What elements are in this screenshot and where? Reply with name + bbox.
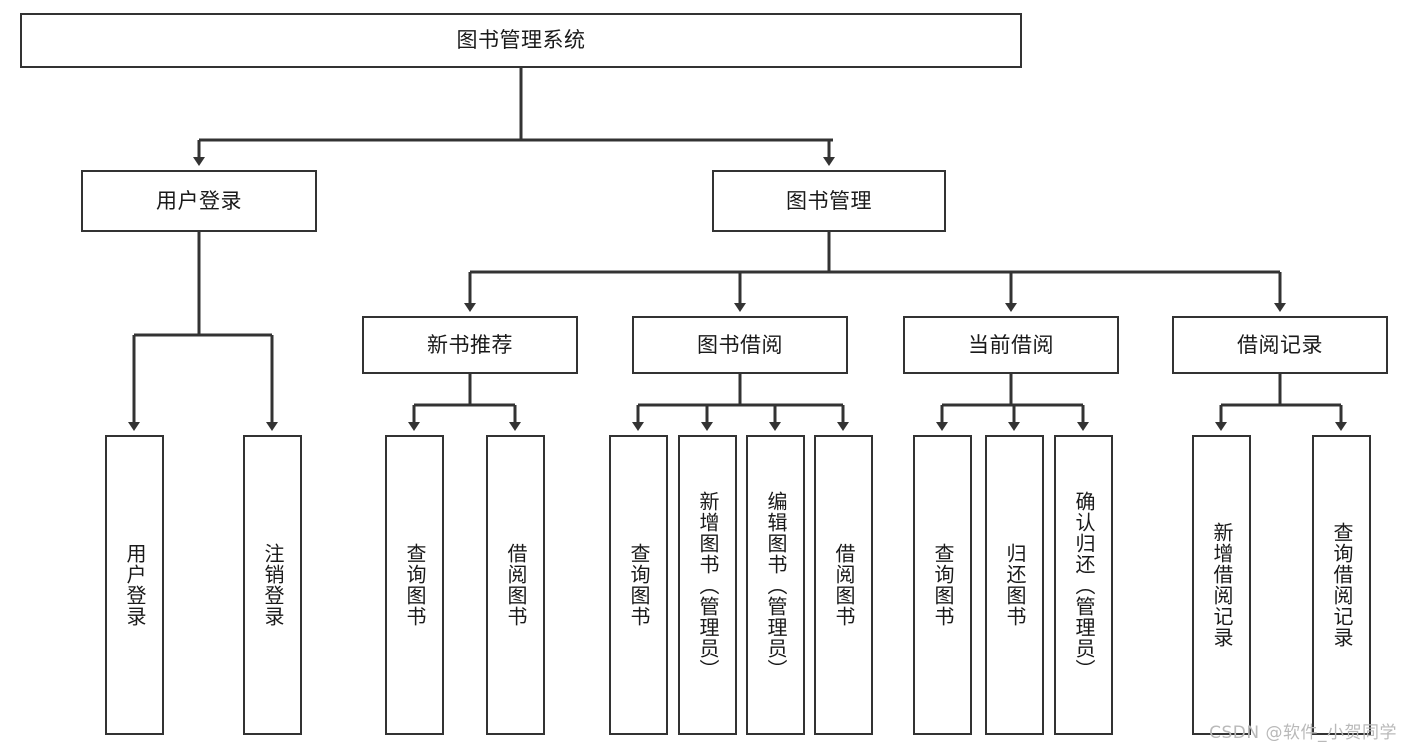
leaf-query-borrow-record[interactable]: 查询借阅记录 (1312, 435, 1371, 735)
leaf-confirm-return-admin[interactable]: 确认归还（管理员） (1054, 435, 1113, 735)
node-book-borrow[interactable]: 图书借阅 (632, 316, 848, 374)
node-book-management-label: 图书管理 (786, 188, 872, 213)
leaf-query-borrow-record-label: 查询借阅记录 (1330, 522, 1354, 648)
leaf-current-query-book-label: 查询图书 (931, 543, 955, 627)
leaf-return-book-label: 归还图书 (1003, 543, 1027, 627)
leaf-borrow-query-book-label: 查询图书 (627, 543, 651, 627)
leaf-logout-label: 注销登录 (261, 543, 285, 627)
leaf-user-login-label: 用户登录 (123, 543, 147, 627)
node-root-system[interactable]: 图书管理系统 (20, 13, 1022, 68)
leaf-add-borrow-record[interactable]: 新增借阅记录 (1192, 435, 1251, 735)
watermark-text: CSDN @软件_小贺同学 (1209, 723, 1397, 743)
leaf-edit-book-admin[interactable]: 编辑图书（管理员） (746, 435, 805, 735)
node-current-borrow-label: 当前借阅 (968, 332, 1054, 357)
leaf-borrow-book[interactable]: 借阅图书 (814, 435, 873, 735)
leaf-add-book-admin-label: 新增图书（管理员） (696, 490, 720, 680)
leaf-current-query-book[interactable]: 查询图书 (913, 435, 972, 735)
leaf-borrow-query-book[interactable]: 查询图书 (609, 435, 668, 735)
node-new-book-recommend-label: 新书推荐 (427, 332, 513, 357)
leaf-logout[interactable]: 注销登录 (243, 435, 302, 735)
leaf-recommend-query-book-label: 查询图书 (403, 543, 427, 627)
node-borrow-record[interactable]: 借阅记录 (1172, 316, 1388, 374)
node-root-system-label: 图书管理系统 (456, 28, 586, 53)
node-user-login-label: 用户登录 (156, 188, 242, 213)
node-current-borrow[interactable]: 当前借阅 (903, 316, 1119, 374)
leaf-add-borrow-record-label: 新增借阅记录 (1210, 522, 1234, 648)
node-new-book-recommend[interactable]: 新书推荐 (362, 316, 578, 374)
node-book-management[interactable]: 图书管理 (712, 170, 946, 232)
leaf-recommend-borrow-book[interactable]: 借阅图书 (486, 435, 545, 735)
node-borrow-record-label: 借阅记录 (1237, 332, 1323, 357)
leaf-add-book-admin[interactable]: 新增图书（管理员） (678, 435, 737, 735)
node-book-borrow-label: 图书借阅 (697, 332, 783, 357)
leaf-confirm-return-admin-label: 确认归还（管理员） (1072, 490, 1096, 680)
leaf-recommend-query-book[interactable]: 查询图书 (385, 435, 444, 735)
leaf-user-login[interactable]: 用户登录 (105, 435, 164, 735)
leaf-edit-book-admin-label: 编辑图书（管理员） (764, 490, 788, 680)
leaf-return-book[interactable]: 归还图书 (985, 435, 1044, 735)
leaf-recommend-borrow-book-label: 借阅图书 (504, 543, 528, 627)
leaf-borrow-book-label: 借阅图书 (832, 543, 856, 627)
node-user-login[interactable]: 用户登录 (81, 170, 317, 232)
